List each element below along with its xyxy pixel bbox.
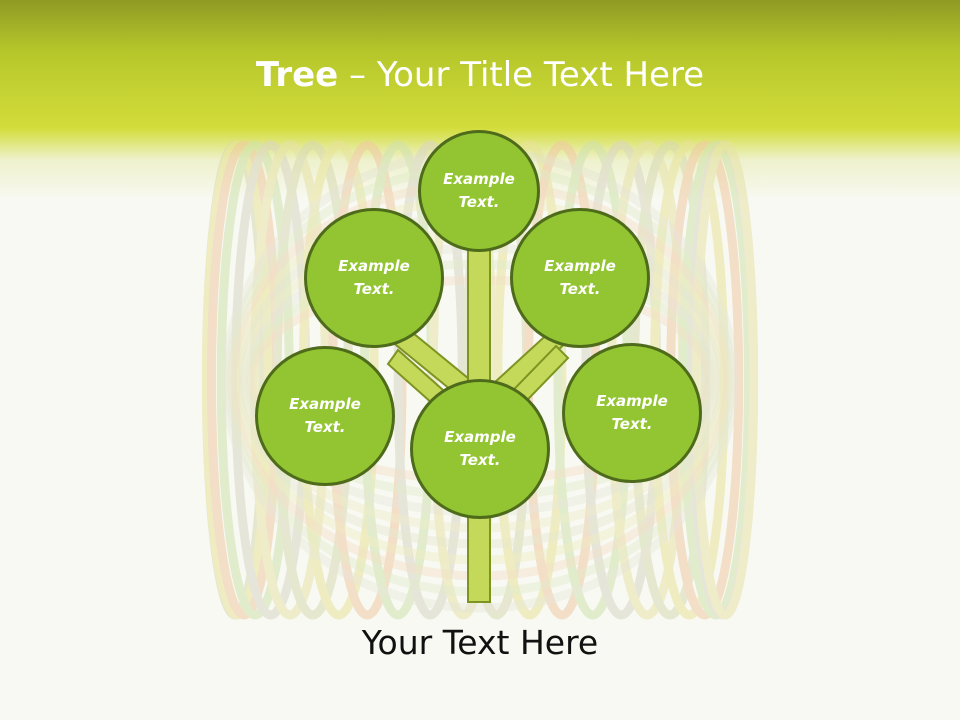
tree-node-upper-left: Example Text. xyxy=(304,208,444,348)
tree-node-upper-right: Example Text. xyxy=(510,208,650,348)
tree-node-center: Example Text. xyxy=(410,379,550,519)
tree-node-top: Example Text. xyxy=(418,130,540,252)
slide-title: Tree – Your Title Text Here xyxy=(0,52,960,98)
title-rest-part: – Your Title Text Here xyxy=(338,55,705,95)
caption-text: Your Text Here xyxy=(361,623,599,662)
title-bold-part: Tree xyxy=(255,55,339,95)
slinky-coil xyxy=(691,140,759,620)
tree-node-lower-left: Example Text. xyxy=(255,346,395,486)
tree-node-lower-right: Example Text. xyxy=(562,343,702,483)
